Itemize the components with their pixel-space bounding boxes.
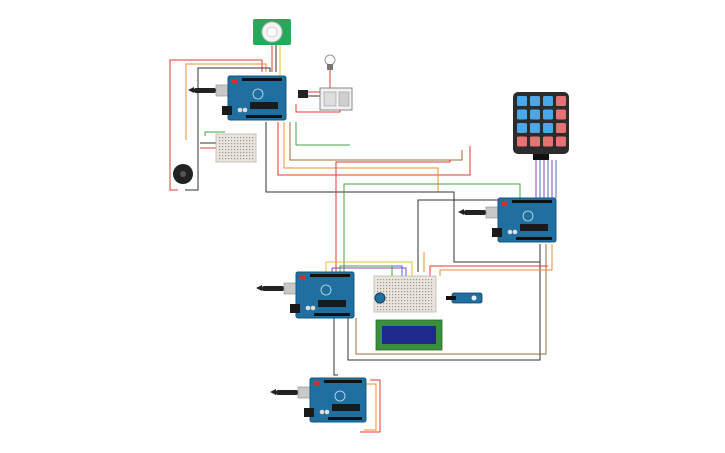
arduino-middle[interactable] <box>256 271 355 319</box>
wire-orange-bottom <box>364 383 377 431</box>
relay-module[interactable] <box>298 87 353 111</box>
lcd-16x2[interactable] <box>375 319 443 351</box>
lcd-screen <box>382 326 436 344</box>
wire-brown-lcd <box>355 244 547 355</box>
wire-brown-down <box>289 122 463 161</box>
wire-black-lcd <box>347 244 541 361</box>
breadboard-small[interactable] <box>215 133 257 163</box>
piezo-buzzer[interactable] <box>173 164 193 184</box>
wire-yellow-mid <box>325 261 413 276</box>
arduino-top[interactable] <box>188 75 287 121</box>
wire-black-long <box>265 122 540 263</box>
keypad-key[interactable] <box>556 136 566 147</box>
keypad-key[interactable] <box>556 96 566 106</box>
wire-red-mid <box>335 160 451 272</box>
arduino-bottom[interactable] <box>270 377 367 423</box>
keypad-key[interactable] <box>517 136 527 147</box>
usb-cable <box>276 390 298 395</box>
wire-orange-down <box>283 122 452 193</box>
potentiometer <box>374 292 386 304</box>
keypad-key[interactable] <box>530 109 540 120</box>
wire-green-mid <box>343 183 521 272</box>
relay-black-part <box>298 90 308 98</box>
light-bulb[interactable] <box>324 54 336 70</box>
keypad-key[interactable] <box>517 96 527 106</box>
arduino-right[interactable] <box>458 197 557 243</box>
servo-motor[interactable] <box>446 292 483 304</box>
keypad-key[interactable] <box>530 123 540 133</box>
usb-cable <box>464 210 486 215</box>
keypad-key[interactable] <box>517 123 527 133</box>
wires <box>169 44 557 433</box>
wire-black-mid <box>417 199 500 272</box>
wire-red-r <box>429 265 548 276</box>
wire-black-top <box>185 67 271 191</box>
keypad-key[interactable] <box>543 123 553 133</box>
wire-red-bottom <box>360 379 381 433</box>
wire-black-bottom <box>333 318 338 376</box>
wire-green-mid2 <box>339 265 393 276</box>
wire-green-bb1 <box>204 131 225 136</box>
keypad-key[interactable] <box>530 96 540 106</box>
wire-purple-mid <box>331 267 407 276</box>
keypad-connector <box>533 154 549 160</box>
wire-orange-r <box>439 244 553 276</box>
keypad-key[interactable] <box>530 136 540 147</box>
keypad-key[interactable] <box>543 136 553 147</box>
keypad-key[interactable] <box>517 109 527 120</box>
wire-green-long <box>295 122 350 146</box>
breadboard-main[interactable] <box>373 275 437 313</box>
keypad-key[interactable] <box>543 109 553 120</box>
keypad-key[interactable] <box>556 123 566 133</box>
usb-cable <box>262 286 284 291</box>
usb-cable <box>194 88 216 93</box>
pir-sensor[interactable] <box>253 19 291 45</box>
keypad-key[interactable] <box>543 96 553 106</box>
keypad-key[interactable] <box>556 109 566 120</box>
bulb-glass <box>324 54 336 66</box>
keypad-4x4[interactable] <box>513 92 569 160</box>
wire-red-down <box>277 122 471 176</box>
